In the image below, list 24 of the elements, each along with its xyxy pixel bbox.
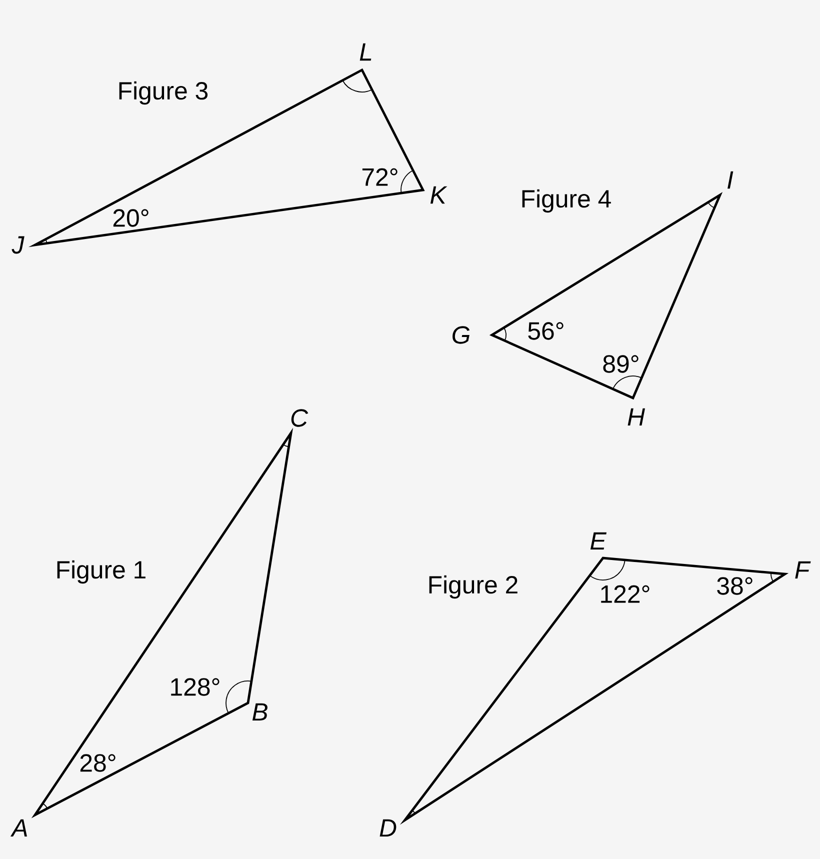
vertex-label: B	[252, 703, 268, 721]
vertex-label: J	[12, 236, 24, 254]
figure-label: Figure 3	[119, 81, 208, 105]
vertex-label: D	[380, 819, 396, 837]
vertex-label: C	[291, 409, 308, 427]
vertex-label: K	[430, 186, 448, 204]
angle-label: 56°	[528, 322, 564, 340]
vertex-label: I	[728, 171, 734, 189]
vertex-label: A	[10, 819, 27, 837]
figure-label: Figure 2	[429, 575, 518, 599]
figure-label: Figure 4	[522, 189, 611, 213]
angle-label: 72°	[362, 168, 398, 186]
vertex-label: G	[452, 326, 470, 344]
vertex-label: H	[628, 408, 646, 426]
angle-label: 28°	[80, 754, 116, 772]
angle-label: 122°	[601, 585, 650, 603]
angle-label: 38°	[717, 577, 752, 595]
figure-label: Figure 1	[57, 560, 146, 584]
angle-label: 20°	[113, 209, 148, 227]
vertex-label: L	[360, 43, 372, 61]
vertex-label: E	[590, 532, 607, 550]
angle-label: 89°	[603, 355, 638, 373]
vertex-label: F	[795, 561, 811, 579]
angle-label: 128°	[171, 678, 220, 696]
